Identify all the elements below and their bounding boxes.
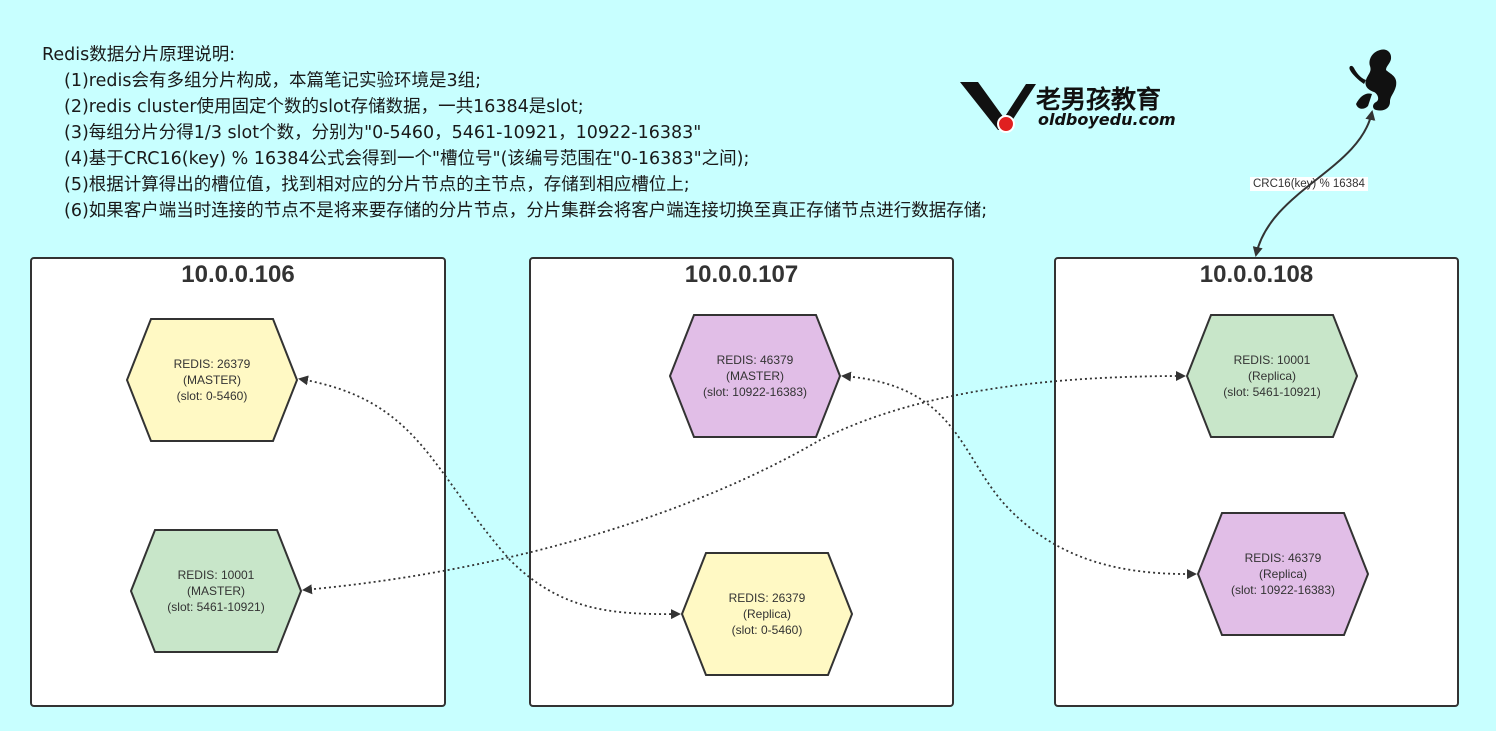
server-ip: 10.0.0.106 [181, 261, 295, 288]
node-slot: (slot: 0-5460) [176, 389, 248, 403]
node-port: REDIS: 26379 [173, 357, 251, 371]
node-role: (MASTER) [187, 584, 245, 598]
logo-brand-en: oldboyedu.com [1038, 110, 1176, 129]
client-silhouette-icon [1346, 46, 1406, 114]
notes-block: Redis数据分片原理说明: (1)redis会有多组分片构成，本篇笔记实验环境… [42, 42, 1202, 224]
node-port: REDIS: 26379 [728, 591, 806, 605]
logo-v-icon [960, 82, 1036, 133]
redis-node-106-master-26379[interactable]: REDIS: 26379 (MASTER) (slot: 0-5460) [126, 318, 298, 442]
node-port: REDIS: 46379 [1244, 551, 1322, 565]
redis-node-106-master-10001[interactable]: REDIS: 10001 (MASTER) (slot: 5461-10921) [130, 529, 302, 653]
notes-item-4: (4)基于CRC16(key) % 16384公式会得到一个"槽位号"(该编号范… [64, 149, 750, 169]
node-role: (MASTER) [183, 373, 241, 387]
server-ip: 10.0.0.108 [1199, 261, 1314, 288]
node-role: (Replica) [1247, 369, 1296, 383]
notes-title: Redis数据分片原理说明: [42, 45, 236, 65]
notes-item-6: (6)如果客户端当时连接的节点不是将来要存储的分片节点，分片集群会将客户端连接切… [64, 201, 988, 221]
node-role: (Replica) [1258, 567, 1307, 581]
node-port: REDIS: 10001 [177, 568, 255, 582]
node-slot: (slot: 5461-10921) [167, 600, 265, 614]
redis-node-108-replica-10001[interactable]: REDIS: 10001 (Replica) (slot: 5461-10921… [1186, 314, 1358, 438]
node-slot: (slot: 5461-10921) [1223, 385, 1321, 399]
server-ip: 10.0.0.107 [684, 261, 799, 288]
node-slot: (slot: 0-5460) [731, 623, 803, 637]
logo-brand-cn: 老男孩教育 [1036, 85, 1162, 114]
notes-item-2: (2)redis cluster使用固定个数的slot存储数据，一共16384是… [64, 97, 584, 117]
notes-item-5: (5)根据计算得出的槽位值，找到相对应的分片节点的主节点，存储到相应槽位上; [64, 175, 690, 195]
replication-arrow-26379 [298, 375, 681, 620]
oldboy-logo: 老男孩教育 oldboyedu.com [958, 78, 1176, 138]
redis-node-108-replica-46379[interactable]: REDIS: 46379 (Replica) (slot: 10922-1638… [1197, 512, 1369, 636]
node-slot: (slot: 10922-16383) [1230, 583, 1336, 597]
node-port: REDIS: 10001 [1233, 353, 1311, 367]
notes-item-1: (1)redis会有多组分片构成，本篇笔记实验环境是3组; [64, 71, 481, 91]
client-to-server-arrow [1252, 110, 1376, 257]
node-port: REDIS: 46379 [716, 353, 794, 367]
replication-arrow-46379 [841, 371, 1197, 580]
notes-item-3: (3)每组分片分得1/3 slot个数，分别为"0-5460，5461-1092… [64, 123, 702, 143]
replication-arrow-10001 [302, 371, 1186, 595]
node-role: (Replica) [742, 607, 791, 621]
